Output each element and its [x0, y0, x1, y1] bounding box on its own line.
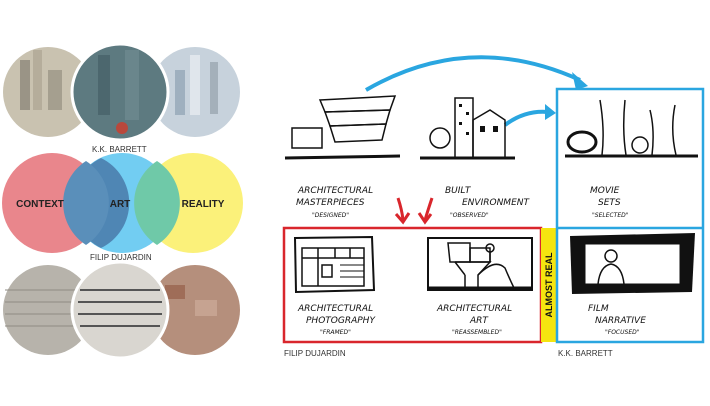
- city-photo-circles: [3, 42, 240, 142]
- almost-real-bar: [541, 228, 556, 342]
- svg-text:ARCHITECTURAL: ARCHITECTURAL: [297, 304, 373, 314]
- top-label-movie-sets: MOVIE SETS "SELECTED": [590, 186, 629, 219]
- sketch-built-environment: [420, 97, 515, 160]
- svg-text:ART: ART: [469, 316, 489, 326]
- bottom-label-art: ARCHITECTURAL ART "REASSEMBLED": [436, 304, 512, 336]
- bottom-label-film: FILM NARRATIVE "FOCUSED": [588, 304, 646, 336]
- svg-text:"SELECTED": "SELECTED": [592, 212, 629, 219]
- venn-label-reality: REALITY: [182, 199, 225, 210]
- svg-text:"REASSEMBLED": "REASSEMBLED": [452, 329, 502, 336]
- small-blue-arrow: [503, 109, 549, 127]
- credit-filip-dujardin-right: FILIP DUJARDIN: [284, 349, 346, 358]
- sketch-architectural-art: [427, 237, 533, 291]
- credit-filip-dujardin-left: FILIP DUJARDIN: [90, 253, 152, 262]
- photo-circle-modernist: [3, 265, 93, 355]
- svg-text:"OBSERVED": "OBSERVED": [450, 212, 489, 219]
- svg-text:MOVIE: MOVIE: [590, 186, 620, 196]
- svg-text:FILM: FILM: [588, 304, 609, 314]
- svg-text:"FOCUSED": "FOCUSED": [605, 329, 640, 336]
- svg-text:PHOTOGRAPHY: PHOTOGRAPHY: [306, 316, 376, 326]
- svg-text:ARCHITECTURAL: ARCHITECTURAL: [436, 304, 512, 314]
- photo-circle-film-still: [70, 42, 170, 142]
- almost-real-label: ALMOST REAL: [544, 252, 554, 317]
- svg-text:MASTERPIECES: MASTERPIECES: [296, 198, 365, 208]
- top-label-built-environment: BUILT ENVIRONMENT "OBSERVED": [445, 186, 530, 219]
- blue-box-barrett: [555, 87, 705, 344]
- curved-arrow: [365, 55, 581, 92]
- svg-text:"FRAMED": "FRAMED": [320, 329, 351, 336]
- venn-label-art: ART: [110, 199, 131, 210]
- red-arrows: [394, 197, 434, 225]
- photo-circle-dujardin: [70, 260, 170, 360]
- top-label-masterpieces: ARCHITECTURAL MASTERPIECES "DESIGNED": [296, 186, 373, 219]
- sketch-movie-set: [565, 99, 698, 158]
- svg-text:NARRATIVE: NARRATIVE: [595, 316, 646, 326]
- credit-kk-barrett-left: K.K. BARRETT: [92, 145, 147, 154]
- svg-text:BUILT: BUILT: [445, 186, 472, 196]
- svg-text:ENVIRONMENT: ENVIRONMENT: [462, 198, 530, 208]
- building-photo-circles: [3, 260, 240, 360]
- venn-diagram: CONTEXT ART REALITY: [2, 153, 243, 253]
- sketch-film-narrative: [570, 233, 695, 294]
- venn-label-context: CONTEXT: [16, 199, 64, 210]
- arrow-head-icon: [572, 72, 588, 90]
- sketch-architectural-photography: [293, 235, 376, 294]
- svg-text:ARCHITECTURAL: ARCHITECTURAL: [297, 186, 373, 196]
- credit-kk-barrett-right: K.K. BARRETT: [558, 349, 613, 358]
- bottom-label-photography: ARCHITECTURAL PHOTOGRAPHY "FRAMED": [297, 304, 376, 336]
- sketch-architectural-masterpiece: [284, 95, 401, 160]
- svg-text:SETS: SETS: [598, 198, 621, 208]
- arrow-head-icon: [545, 104, 556, 120]
- svg-text:"DESIGNED": "DESIGNED": [312, 212, 349, 219]
